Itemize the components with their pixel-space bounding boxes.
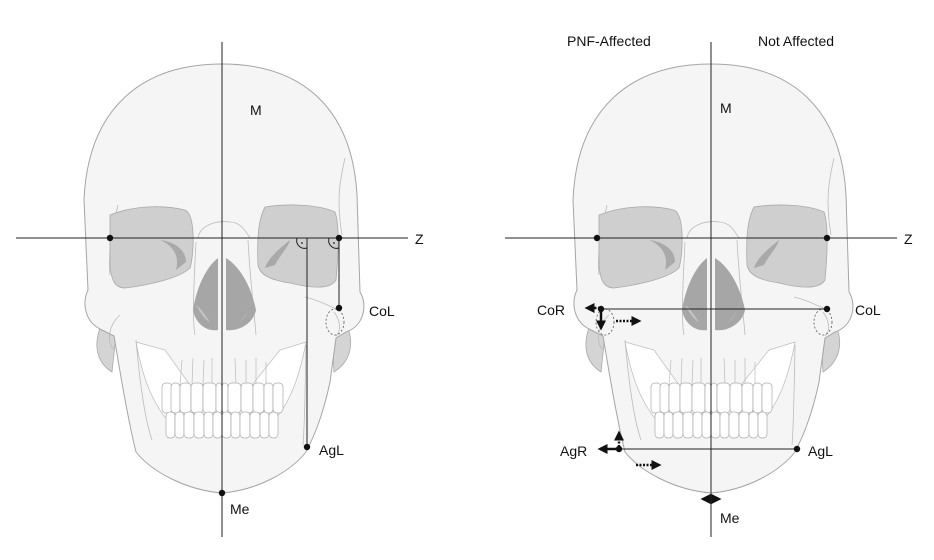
condyle-outline-left	[813, 308, 833, 336]
skull-illustration-right	[572, 63, 854, 494]
col-point	[335, 304, 343, 312]
zygion-point	[823, 234, 831, 242]
right-angle-mark	[328, 237, 340, 249]
label-me: Me	[230, 501, 250, 517]
label-agl: AgL	[808, 443, 833, 459]
me-point	[218, 489, 226, 497]
label-me: Me	[720, 510, 740, 526]
header-pnf-affected: PNF-Affected	[567, 33, 651, 49]
zygion-point	[593, 234, 601, 242]
right-angle-mark	[296, 237, 308, 249]
label-m: M	[250, 102, 262, 118]
col-point	[823, 305, 831, 313]
skull-illustration-left	[83, 63, 365, 494]
label-cor: CoR	[537, 302, 565, 318]
agr-point	[615, 445, 623, 453]
label-z: Z	[904, 231, 913, 247]
zygion-point	[335, 234, 343, 242]
condyle-outline	[325, 308, 345, 336]
right-panel: PNF-Affected Not Affected M Z CoR CoL Ag…	[505, 33, 913, 537]
agl-point	[303, 443, 311, 451]
label-col: CoL	[855, 302, 881, 318]
label-agr: AgR	[560, 443, 587, 459]
zygion-point	[106, 234, 114, 242]
condyle-outline-right	[595, 308, 615, 336]
label-m: M	[720, 100, 732, 116]
agl-point	[793, 445, 801, 453]
left-panel: M Z CoL AgL Me	[16, 42, 424, 537]
label-col: CoL	[369, 303, 395, 319]
label-z: Z	[415, 231, 424, 247]
header-not-affected: Not Affected	[758, 33, 834, 49]
label-agl: AgL	[319, 442, 344, 458]
